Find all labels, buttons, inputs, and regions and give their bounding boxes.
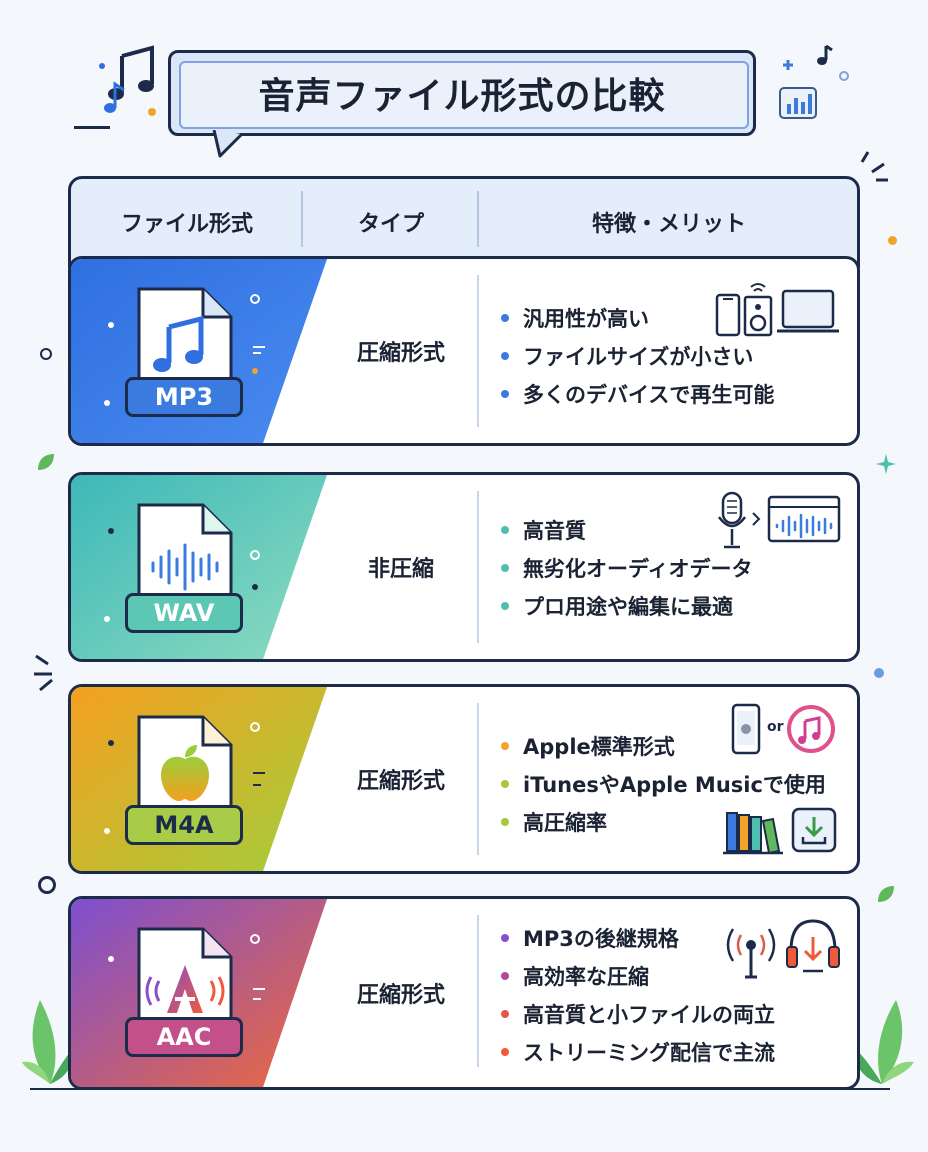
table-row-m4a: M4A 圧縮形式 Apple標準形式 iTunesやApple Musicで使用… — [68, 684, 860, 874]
books-download-icon — [723, 807, 837, 855]
or-label: or — [767, 719, 784, 735]
mp3-feature: 汎用性が高い — [501, 303, 649, 333]
mp3-file-icon — [137, 287, 233, 393]
comparison-table: ファイル形式 タイプ 特徴・メリット MP3 圧縮形式 汎用性が高い ファイルサ — [68, 176, 860, 1090]
header-features: 特徴・メリット — [591, 212, 746, 237]
column-divider — [477, 703, 479, 855]
m4a-file-icon — [137, 715, 233, 821]
mp3-format-label: MP3 — [125, 377, 243, 417]
underline-decor — [74, 126, 110, 129]
sparkle-icon — [876, 454, 896, 474]
bullet-dot — [501, 602, 509, 610]
bullet-dot — [501, 390, 509, 398]
iphone-music-icon — [731, 703, 835, 755]
wav-type: 非圧縮 — [367, 557, 434, 582]
bullet-dot — [501, 314, 509, 322]
title-box — [168, 50, 756, 136]
m4a-feature: Apple標準形式 — [501, 731, 675, 761]
aac-feature: ストリーミング配信で主流 — [501, 1037, 775, 1067]
mp3-feature: ファイルサイズが小さい — [501, 341, 753, 371]
table-row-mp3: MP3 圧縮形式 汎用性が高い ファイルサイズが小さい 多くのデバイスで再生可能 — [68, 256, 860, 446]
dot-decor — [38, 876, 56, 894]
music-notes-icon — [99, 45, 156, 116]
aac-feature: MP3の後継規格 — [501, 923, 679, 953]
bullet-dot — [501, 742, 509, 750]
mp3-feature: 多くのデバイスで再生可能 — [501, 379, 774, 409]
aac-feature: 高効率な圧縮 — [501, 961, 649, 991]
bullet-dot — [501, 564, 509, 572]
spark-lines-icon — [34, 654, 53, 692]
column-divider — [477, 491, 479, 643]
table-row-aac: AAC 圧縮形式 MP3の後継規格 高効率な圧縮 高音質と小ファイルの両立 スト… — [68, 896, 860, 1090]
m4a-feature: 高圧縮率 — [501, 807, 607, 837]
dot-decor — [888, 236, 897, 245]
speech-tail-icon — [212, 130, 244, 158]
header-divider — [477, 191, 479, 247]
bullet-dot — [501, 972, 509, 980]
aac-type: 圧縮形式 — [356, 983, 445, 1008]
mp3-type: 圧縮形式 — [356, 341, 445, 366]
dot-decor — [874, 668, 884, 678]
aac-format-label: AAC — [125, 1017, 243, 1057]
chart-icon — [779, 44, 849, 119]
header-format: ファイル形式 — [120, 212, 253, 237]
microphone-waveform-icon — [717, 491, 841, 549]
wav-feature: 高音質 — [501, 515, 586, 545]
leaf-icon — [38, 454, 54, 470]
m4a-format-label: M4A — [125, 805, 243, 845]
m4a-type: 圧縮形式 — [356, 769, 445, 794]
devices-icon — [715, 283, 839, 337]
bullet-dot — [501, 1010, 509, 1018]
table-header: ファイル形式 タイプ 特徴・メリット — [68, 176, 860, 268]
bullet-dot — [501, 352, 509, 360]
leaf-icon — [878, 886, 894, 902]
aac-feature: 高音質と小ファイルの両立 — [501, 999, 775, 1029]
wav-feature: 無劣化オーディオデータ — [501, 553, 753, 583]
bullet-dot — [501, 1048, 509, 1056]
page-title: 音声ファイル形式の比較 — [258, 76, 666, 117]
title-banner: 音声ファイル形式の比較 — [168, 50, 760, 158]
wav-file-icon — [137, 503, 233, 609]
column-divider — [477, 275, 479, 427]
bullet-dot — [501, 526, 509, 534]
bullet-dot — [501, 780, 509, 788]
bullet-dot — [501, 818, 509, 826]
wav-feature: プロ用途や編集に最適 — [501, 591, 733, 621]
aac-file-icon — [137, 927, 233, 1033]
spark-lines-icon — [860, 151, 888, 182]
header-divider — [301, 191, 303, 247]
table-row-wav: WAV 非圧縮 高音質 無劣化オーディオデータ プロ用途や編集に最適 — [68, 472, 860, 662]
title-inner — [179, 61, 749, 129]
m4a-feature: iTunesやApple Musicで使用 — [501, 769, 826, 799]
bullet-dot — [501, 934, 509, 942]
broadcast-headphones-icon — [726, 919, 840, 979]
dot-decor — [40, 348, 52, 360]
column-divider — [477, 915, 479, 1067]
header-type: タイプ — [357, 212, 424, 237]
wav-format-label: WAV — [125, 593, 243, 633]
